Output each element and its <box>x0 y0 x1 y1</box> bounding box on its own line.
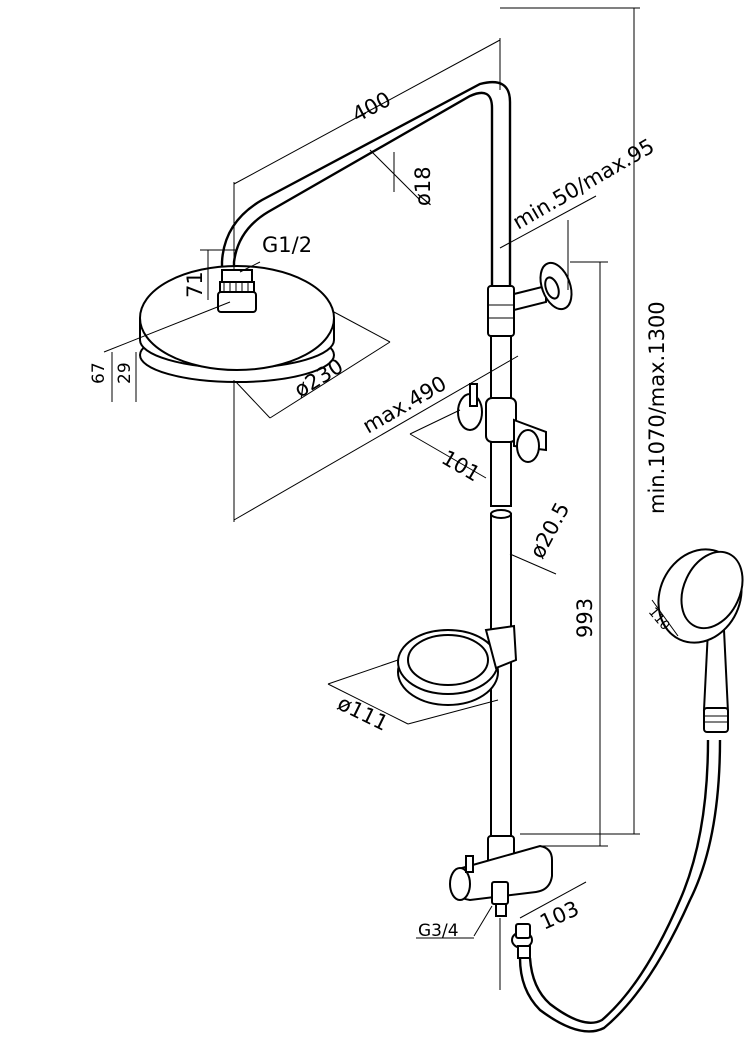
soap-dish <box>397 624 518 706</box>
arm-length-label: 400 <box>348 87 395 127</box>
arm-diameter-label: ø18 <box>411 166 435 206</box>
hand-shower <box>657 548 744 733</box>
column-height-label: min.1070/max.1300 <box>645 301 669 514</box>
wall-bracket <box>487 261 573 337</box>
dimension-lines <box>103 7 679 990</box>
wall-distance-label: min.50/max.95 <box>509 134 659 234</box>
thermostatic-mixer <box>449 835 553 917</box>
tube-height-label: 993 <box>573 598 597 638</box>
hand-shower-holder <box>457 383 547 463</box>
reach-label: max.490 <box>359 371 451 438</box>
overhead-arm <box>220 80 512 300</box>
head-shower <box>139 265 335 383</box>
holder-depth-label: 101 <box>438 446 485 487</box>
head-connector-label: G1/2 <box>262 233 312 257</box>
head-plate-height-label: 29 <box>115 362 135 384</box>
shower-hose <box>518 739 722 1033</box>
head-neck-height-label: 71 <box>183 271 207 298</box>
soap-dish-diameter-label: ø111 <box>334 691 392 736</box>
tube-diameter-label: ø20.5 <box>525 498 574 562</box>
inlet-connector-label: G3/4 <box>418 921 459 941</box>
hose-connector <box>511 923 533 959</box>
head-total-height-label: 67 <box>89 362 109 384</box>
slide-rail <box>490 297 512 847</box>
mixer-depth-label: 103 <box>536 896 582 934</box>
